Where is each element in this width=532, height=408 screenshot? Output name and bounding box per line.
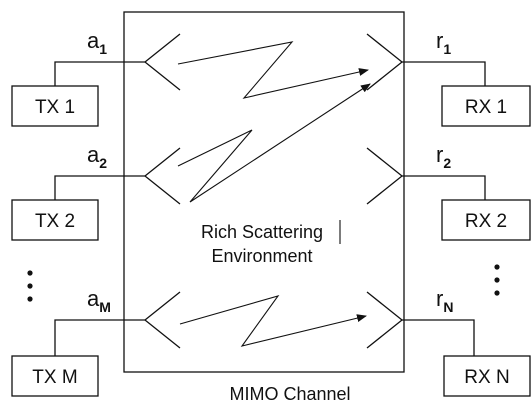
tx-1-port-label: a1	[87, 28, 107, 57]
rx-1-group: RX 1 r1	[366, 28, 531, 127]
tx-m-label: TX M	[32, 367, 77, 388]
rx-2-port-label: r2	[436, 142, 451, 171]
tx-m-group: TX M aM	[11, 286, 181, 397]
scatter-path-3	[179, 295, 367, 347]
rx-n-antenna	[366, 291, 403, 349]
tx-m-box	[11, 355, 99, 397]
rx-2-box	[441, 199, 531, 241]
rx-1-feed-line	[402, 61, 486, 86]
rx-2-antenna	[366, 147, 403, 205]
rx-2-feed-line	[402, 175, 486, 200]
rx-1-box	[441, 85, 531, 127]
rx-n-group: RX N rN	[366, 286, 531, 397]
rx-n-box	[443, 355, 531, 397]
tx-1-antenna	[144, 33, 181, 91]
rx-2-label: RX 2	[465, 211, 507, 232]
rx-n-port-label: rN	[436, 286, 453, 315]
rx-ellipsis	[494, 264, 500, 296]
tx-ellipsis	[27, 270, 33, 302]
tx-2-antenna	[144, 147, 181, 205]
scatter-path-1	[177, 41, 369, 99]
rx-n-label: RX N	[464, 367, 509, 388]
rx-1-label: RX 1	[465, 97, 507, 118]
tx-2-port-label: a2	[87, 142, 107, 171]
rx-1-antenna	[366, 33, 403, 91]
tx-m-port-label: aM	[87, 286, 111, 315]
tx-1-feed-line	[54, 61, 145, 86]
rx-1-port-label: r1	[436, 28, 451, 57]
rx-n-feed-line	[402, 319, 475, 356]
tx-2-feed-line	[54, 175, 145, 200]
tx-1-label: TX 1	[35, 97, 75, 118]
tx-2-label: TX 2	[35, 211, 75, 232]
tx-1-group: TX 1 a1	[11, 28, 181, 127]
tx-1-box	[11, 85, 99, 127]
mimo-channel-title: MIMO Channel	[229, 384, 350, 404]
tx-m-antenna	[144, 291, 181, 349]
environment-label-line1: Rich Scattering	[201, 222, 323, 242]
environment-label-line2: Environment	[211, 246, 312, 266]
tx-m-feed-line	[54, 319, 145, 356]
rx-2-group: RX 2 r2	[366, 142, 531, 241]
scatter-path-2	[177, 83, 371, 203]
tx-2-group: TX 2 a2	[11, 142, 181, 241]
